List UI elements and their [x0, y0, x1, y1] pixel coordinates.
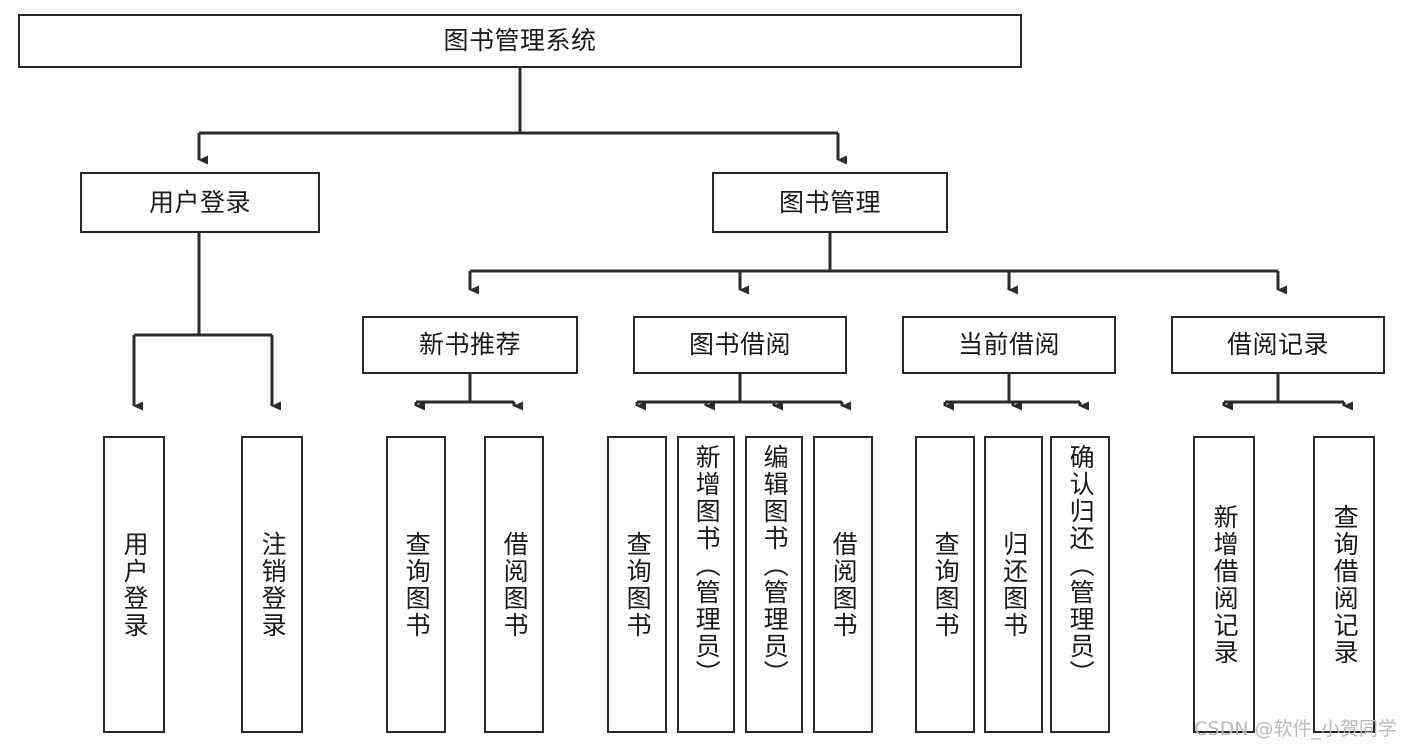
node-borrow-record[interactable]: 借阅记录	[1171, 316, 1385, 374]
node-current-borrow[interactable]: 当前借阅	[902, 316, 1116, 374]
node-label: 查询图书	[623, 530, 653, 639]
leaf-add-borrow-record[interactable]: 新增借阅记录	[1193, 436, 1255, 733]
leaf-query-borrow-record[interactable]: 查询借阅记录	[1313, 436, 1375, 733]
leaf-logout-login[interactable]: 注销登录	[241, 436, 303, 733]
leaf-confirm-return-admin[interactable]: 确认归还（管理员）	[1050, 436, 1110, 733]
leaf-user-login[interactable]: 用户登录	[103, 436, 165, 733]
node-label: 图书管理	[778, 187, 881, 217]
leaf-return-book[interactable]: 归还图书	[984, 436, 1043, 733]
node-label: 借阅图书	[829, 530, 859, 639]
node-book-borrow[interactable]: 图书借阅	[633, 316, 847, 374]
leaf-add-book-admin[interactable]: 新增图书（管理员）	[677, 436, 735, 733]
node-label: 当前借阅	[957, 330, 1060, 360]
node-label: 图书管理系统	[443, 26, 597, 56]
node-new-book-recommend[interactable]: 新书推荐	[362, 316, 578, 374]
node-label: 新增借阅记录	[1210, 503, 1240, 666]
node-label: 归还图书	[999, 530, 1029, 639]
node-label: 借阅图书	[500, 530, 530, 639]
node-label: 借阅记录	[1226, 330, 1329, 360]
node-label: 确认归还（管理员）	[1066, 444, 1096, 687]
leaf-borrow-book-recommend[interactable]: 借阅图书	[484, 436, 544, 733]
node-label: 新书推荐	[418, 330, 521, 360]
node-label: 用户登录	[148, 187, 251, 217]
node-user-login[interactable]: 用户登录	[80, 172, 320, 233]
node-label: 查询借阅记录	[1330, 503, 1360, 666]
csdn-watermark: CSDN @软件_小贺同学	[1194, 718, 1397, 740]
node-label: 注销登录	[258, 530, 288, 639]
node-label: 新增图书（管理员）	[692, 444, 722, 687]
leaf-edit-book-admin[interactable]: 编辑图书（管理员）	[745, 436, 803, 733]
leaf-query-book-borrow[interactable]: 查询图书	[607, 436, 667, 733]
node-label: 查询图书	[931, 530, 961, 639]
node-label: 用户登录	[120, 530, 150, 639]
node-label: 图书借阅	[688, 330, 791, 360]
leaf-borrow-book-borrow[interactable]: 借阅图书	[813, 436, 873, 733]
node-book-management[interactable]: 图书管理	[712, 172, 948, 233]
node-label: 查询图书	[402, 530, 432, 639]
node-label: 编辑图书（管理员）	[760, 444, 790, 687]
leaf-query-book-recommend[interactable]: 查询图书	[386, 436, 446, 733]
node-root-book-management-system[interactable]: 图书管理系统	[18, 14, 1022, 68]
leaf-query-book-current[interactable]: 查询图书	[915, 436, 975, 733]
